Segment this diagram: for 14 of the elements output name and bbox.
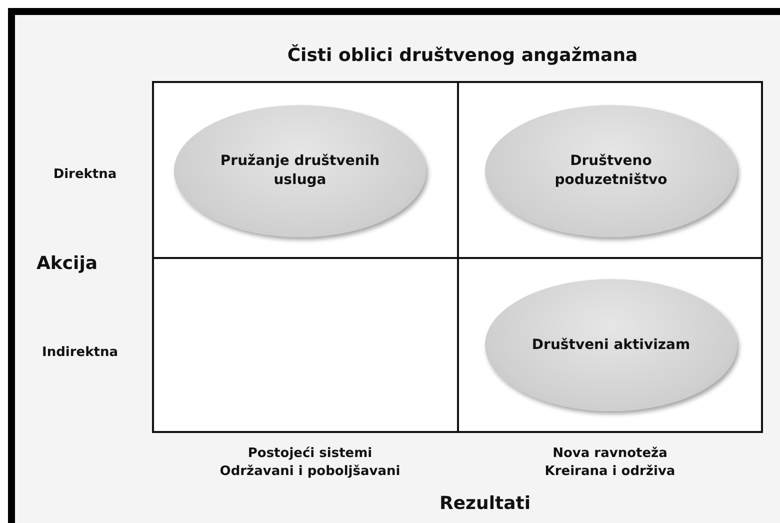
node-text: Društveno poduzetništvo bbox=[554, 152, 668, 190]
column-label: Postojeći sistemi Održavani i poboljšavani bbox=[218, 445, 402, 482]
column-label: Nova ravnoteža Kreirana i održiva bbox=[544, 445, 676, 482]
chart-title: Čisti oblici društvenog angažmana bbox=[286, 45, 639, 66]
node-text: Pružanje društvenih usluga bbox=[219, 152, 381, 190]
node-text: Društveni aktivizam bbox=[530, 336, 692, 354]
matrix-cell bbox=[152, 257, 459, 433]
matrix-cell bbox=[152, 81, 459, 259]
matrix-cell bbox=[457, 257, 763, 433]
matrix-cell bbox=[457, 81, 763, 259]
row-label: Indirektna bbox=[41, 345, 119, 360]
axis-label: Rezultati bbox=[438, 493, 532, 514]
axis-label: Akcija bbox=[35, 253, 99, 274]
row-label: Direktna bbox=[52, 167, 118, 182]
